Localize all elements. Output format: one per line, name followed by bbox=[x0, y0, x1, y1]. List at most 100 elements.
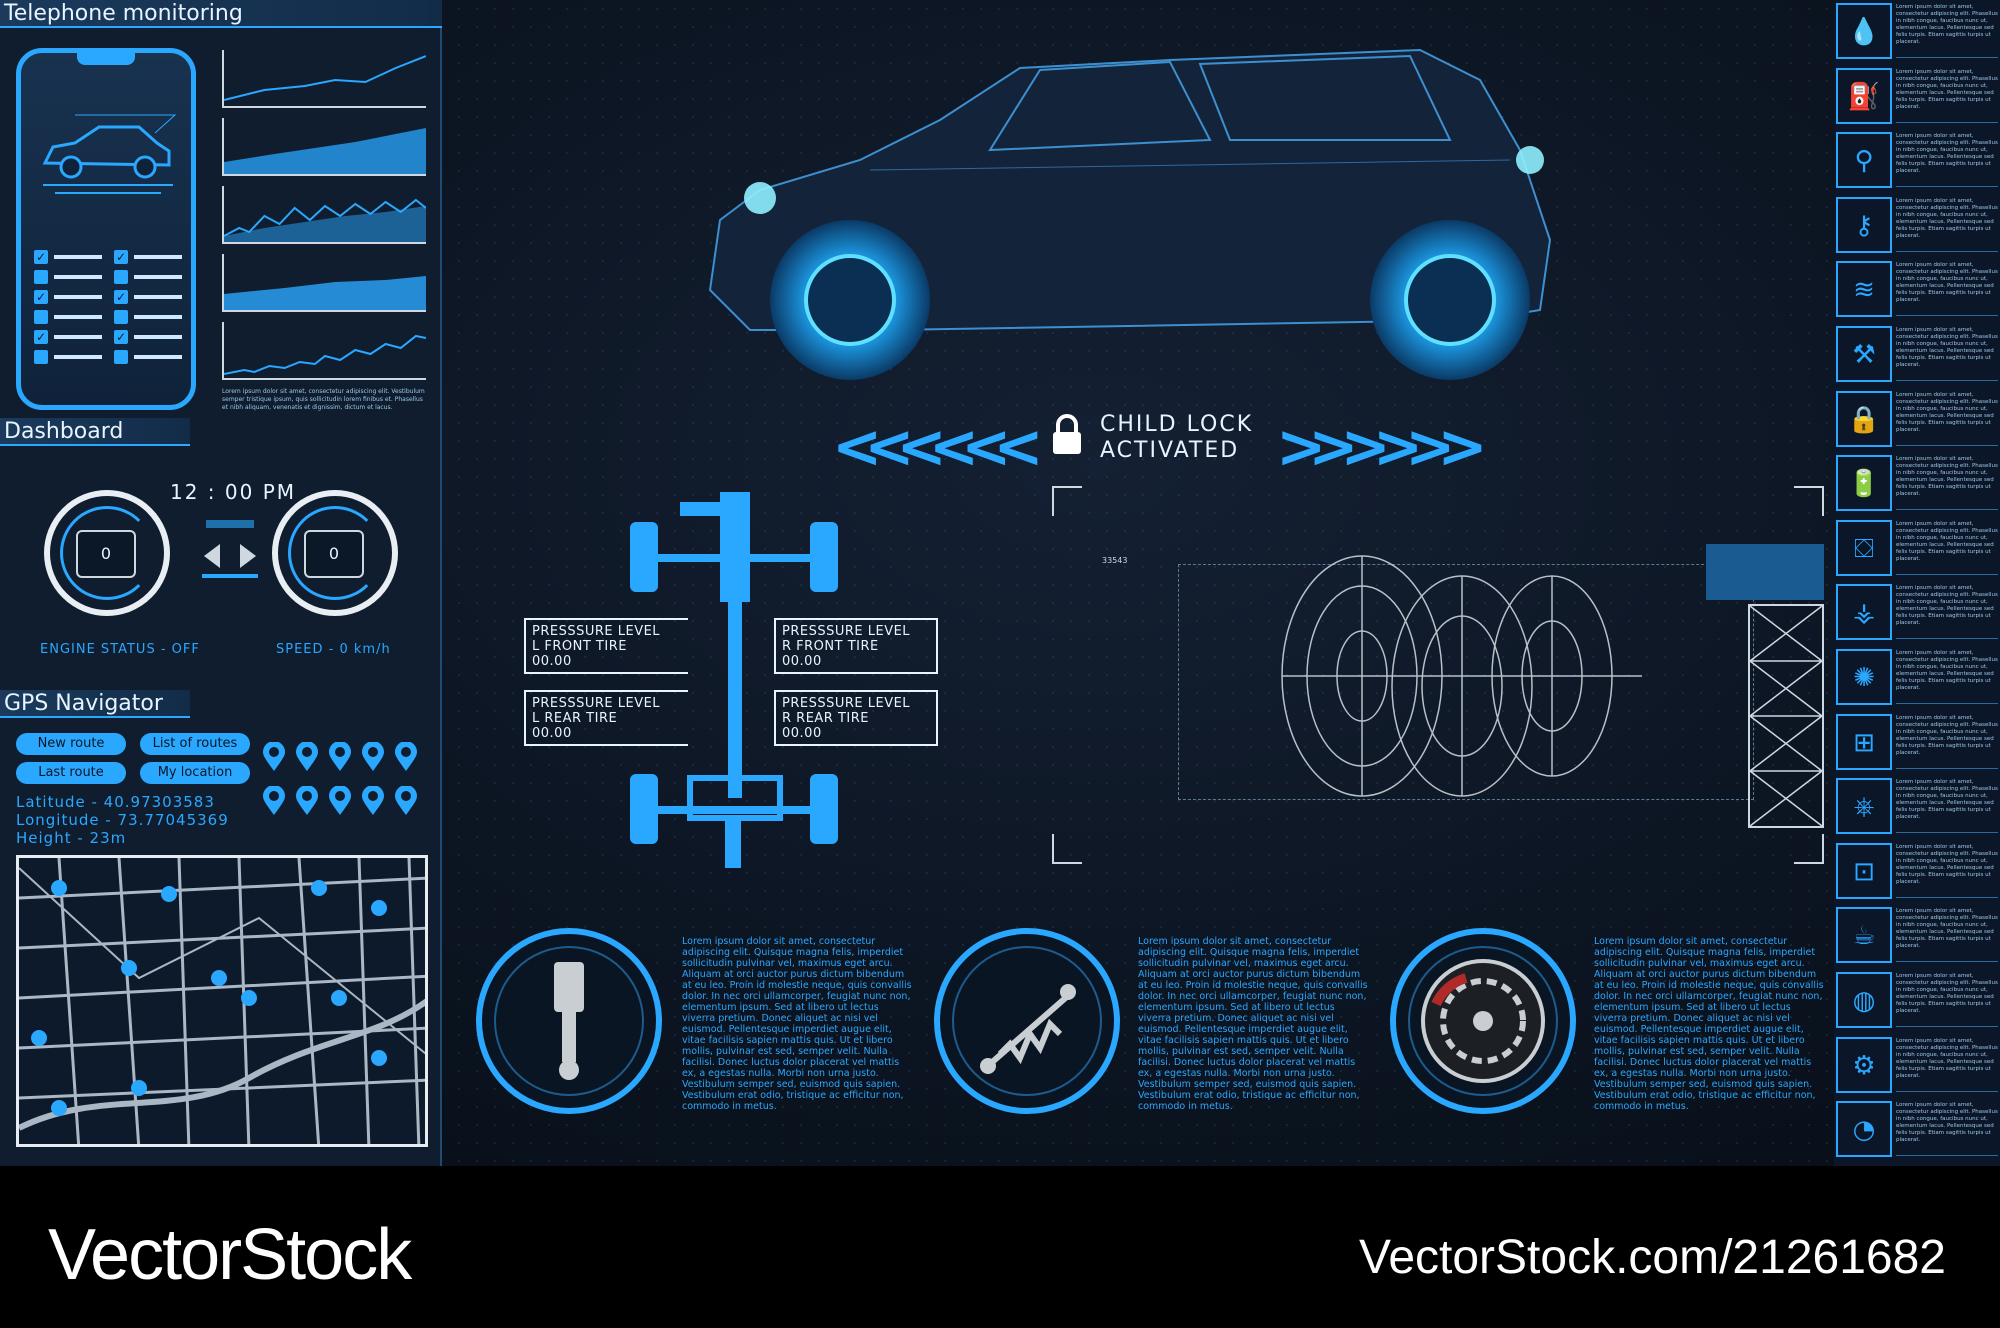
pressure-front-right: PRESSSURE LEVEL R FRONT TIRE 00.00 bbox=[774, 618, 938, 674]
sidebar-row[interactable]: ⛽Lorem ipsum dolor sit amet, consectetur… bbox=[1834, 65, 2000, 127]
star-poi-icon[interactable] bbox=[361, 785, 385, 816]
tools-icon[interactable]: ⚒ bbox=[1836, 326, 1892, 382]
sidebar-row[interactable]: ⚷Lorem ipsum dolor sit amet, consectetur… bbox=[1834, 194, 2000, 256]
sidebar-row[interactable]: ✺Lorem ipsum dolor sit amet, consectetur… bbox=[1834, 646, 2000, 708]
checkbox-icon[interactable] bbox=[34, 310, 48, 324]
sidebar-row[interactable]: ◍Lorem ipsum dolor sit amet, consectetur… bbox=[1834, 969, 2000, 1031]
pressure-fr-value: 00.00 bbox=[782, 654, 822, 669]
sidebar-row[interactable]: ⚲Lorem ipsum dolor sit amet, consectetur… bbox=[1834, 129, 2000, 191]
checkbox-icon[interactable]: ✓ bbox=[114, 330, 128, 344]
canister-icon[interactable]: ⛋ bbox=[1836, 519, 1892, 576]
sidebar-row-text: Lorem ipsum dolor sit amet, consectetur … bbox=[1896, 1102, 1998, 1157]
heart-poi-icon[interactable] bbox=[262, 785, 286, 816]
hospital-poi-icon[interactable] bbox=[295, 785, 319, 816]
sidebar-row[interactable]: 🔒Lorem ipsum dolor sit amet, consectetur… bbox=[1834, 388, 2000, 450]
gear-shift-icon[interactable]: ⊞ bbox=[1836, 713, 1892, 770]
shock-absorber-part-icon bbox=[980, 984, 1076, 1074]
checkbox-icon[interactable]: ✓ bbox=[34, 330, 48, 344]
checklist-line bbox=[54, 315, 102, 319]
wheel-description: Lorem ipsum dolor sit amet, consectetur … bbox=[1594, 936, 1824, 1112]
scan-ladder bbox=[1748, 604, 1824, 828]
brake-disc-icon[interactable]: ◍ bbox=[1836, 972, 1892, 1028]
fuel-pump-icon[interactable]: ⛽ bbox=[1836, 67, 1892, 124]
gps-title-bar bbox=[0, 690, 190, 718]
my-location-button[interactable]: My location bbox=[140, 762, 250, 784]
spark-plug-icon[interactable]: ⚷ bbox=[1836, 196, 1892, 253]
sidebar-row[interactable]: 💧Lorem ipsum dolor sit amet, consectetur… bbox=[1834, 0, 2000, 62]
battery-icon[interactable]: 🔋 bbox=[1836, 455, 1892, 512]
spring-icon[interactable]: ≋ bbox=[1836, 261, 1892, 318]
checkbox-icon[interactable]: ✓ bbox=[34, 250, 48, 264]
shock-part-circle[interactable] bbox=[934, 928, 1120, 1114]
checklist-line bbox=[54, 295, 102, 299]
pressure-fl-tire: L FRONT TIRE bbox=[532, 639, 627, 654]
pin-poi-icon[interactable] bbox=[394, 741, 418, 772]
car-poi-icon[interactable] bbox=[295, 741, 319, 772]
checkbox-icon[interactable] bbox=[114, 350, 128, 364]
sidebar-row[interactable]: ⚙Lorem ipsum dolor sit amet, consectetur… bbox=[1834, 1034, 2000, 1096]
piston-part-circle[interactable] bbox=[476, 928, 662, 1114]
checkbox-icon[interactable] bbox=[34, 350, 48, 364]
pressure-rear-right: PRESSSURE LEVEL R REAR TIRE 00.00 bbox=[774, 690, 938, 746]
checklist-item: ✓ bbox=[34, 330, 194, 344]
pressure-rear-left: PRESSSURE LEVEL L REAR TIRE 00.00 bbox=[524, 690, 688, 746]
pressure-rl-value: 00.00 bbox=[532, 726, 572, 741]
last-route-button[interactable]: Last route bbox=[16, 762, 126, 784]
sidebar-row[interactable]: ≋Lorem ipsum dolor sit amet, consectetur… bbox=[1834, 258, 2000, 320]
pressure-rr-value: 00.00 bbox=[782, 726, 822, 741]
speedometer-icon[interactable]: ◔ bbox=[1836, 1101, 1892, 1158]
shock-absorber-icon[interactable]: ⚶ bbox=[1836, 584, 1892, 641]
new-route-button[interactable]: New route bbox=[16, 733, 126, 755]
water-drop-icon[interactable]: 💧 bbox=[1836, 3, 1892, 59]
oil-icon[interactable]: ☕ bbox=[1836, 907, 1892, 964]
mini-chart-2 bbox=[222, 118, 426, 176]
fuel-poi-icon[interactable] bbox=[394, 785, 418, 816]
gears-icon[interactable]: ⚙ bbox=[1836, 1036, 1892, 1093]
car-outline-icon bbox=[42, 114, 177, 194]
height-readout: Height - 23m bbox=[16, 829, 127, 847]
sidebar-row-text: Lorem ipsum dolor sit amet, consectetur … bbox=[1896, 973, 1998, 1027]
checkbox-icon[interactable]: ✓ bbox=[114, 290, 128, 304]
bitcoin-poi-icon[interactable] bbox=[361, 741, 385, 772]
pressure-fr-title: PRESSSURE LEVEL bbox=[782, 624, 911, 639]
checkbox-icon[interactable] bbox=[114, 310, 128, 324]
sidebar-row[interactable]: ⚒Lorem ipsum dolor sit amet, consectetur… bbox=[1834, 323, 2000, 385]
piston-icon[interactable]: ⚲ bbox=[1836, 132, 1892, 189]
pressure-fl-value: 00.00 bbox=[532, 654, 572, 669]
checkbox-icon[interactable] bbox=[34, 270, 48, 284]
frame-corner-br bbox=[1794, 834, 1824, 864]
chassis-icon[interactable]: ⊡ bbox=[1836, 842, 1892, 899]
checklist-line bbox=[54, 335, 102, 339]
sidebar-row[interactable]: ⊞Lorem ipsum dolor sit amet, consectetur… bbox=[1834, 711, 2000, 773]
wheel-part-icon bbox=[1421, 959, 1545, 1083]
mini-chart-1 bbox=[222, 50, 427, 108]
city-map[interactable] bbox=[16, 855, 428, 1147]
checkbox-icon[interactable]: ✓ bbox=[34, 290, 48, 304]
wheel-part-circle[interactable] bbox=[1390, 928, 1576, 1114]
sidebar-row[interactable]: ⊡Lorem ipsum dolor sit amet, consectetur… bbox=[1834, 840, 2000, 902]
car-wireframe bbox=[708, 48, 1552, 380]
food-poi-icon[interactable] bbox=[328, 785, 352, 816]
brand-logo: VectorStock bbox=[48, 1215, 412, 1295]
dashboard-panel: Dashboard 12 : 00 PM 0 0 ENGINE STATUS -… bbox=[0, 418, 442, 690]
sidebar-row[interactable]: ⚶Lorem ipsum dolor sit amet, consectetur… bbox=[1834, 581, 2000, 643]
sidebar-row[interactable]: 🔋Lorem ipsum dolor sit amet, consectetur… bbox=[1834, 452, 2000, 514]
engine-inner-box bbox=[1178, 564, 1754, 800]
sidebar-row-text: Lorem ipsum dolor sit amet, consectetur … bbox=[1896, 521, 1998, 575]
child-lock-line1: CHILD LOCK bbox=[1100, 412, 1254, 437]
turbine-icon[interactable]: ✺ bbox=[1836, 649, 1892, 705]
sidebar-row[interactable]: ⛋Lorem ipsum dolor sit amet, consectetur… bbox=[1834, 517, 2000, 579]
sidebar-row[interactable]: ⎈Lorem ipsum dolor sit amet, consectetur… bbox=[1834, 775, 2000, 837]
list-of-routes-button[interactable]: List of routes bbox=[140, 733, 250, 755]
tools-poi-icon[interactable] bbox=[262, 741, 286, 772]
money-poi-icon[interactable] bbox=[328, 741, 352, 772]
sidebar-row[interactable]: ☕Lorem ipsum dolor sit amet, consectetur… bbox=[1834, 904, 2000, 966]
sidebar-row-text: Lorem ipsum dolor sit amet, consectetur … bbox=[1896, 585, 1998, 640]
steering-wheel-icon[interactable]: ⎈ bbox=[1836, 778, 1892, 835]
checkbox-icon[interactable]: ✓ bbox=[114, 250, 128, 264]
sidebar-row[interactable]: ◔Lorem ipsum dolor sit amet, consectetur… bbox=[1834, 1098, 2000, 1160]
checkbox-icon[interactable] bbox=[114, 270, 128, 284]
engine-scan-frame: 33543 bbox=[1052, 486, 1824, 864]
lock-icon[interactable]: 🔒 bbox=[1836, 390, 1892, 447]
checklist-item: ✓ bbox=[114, 330, 274, 344]
